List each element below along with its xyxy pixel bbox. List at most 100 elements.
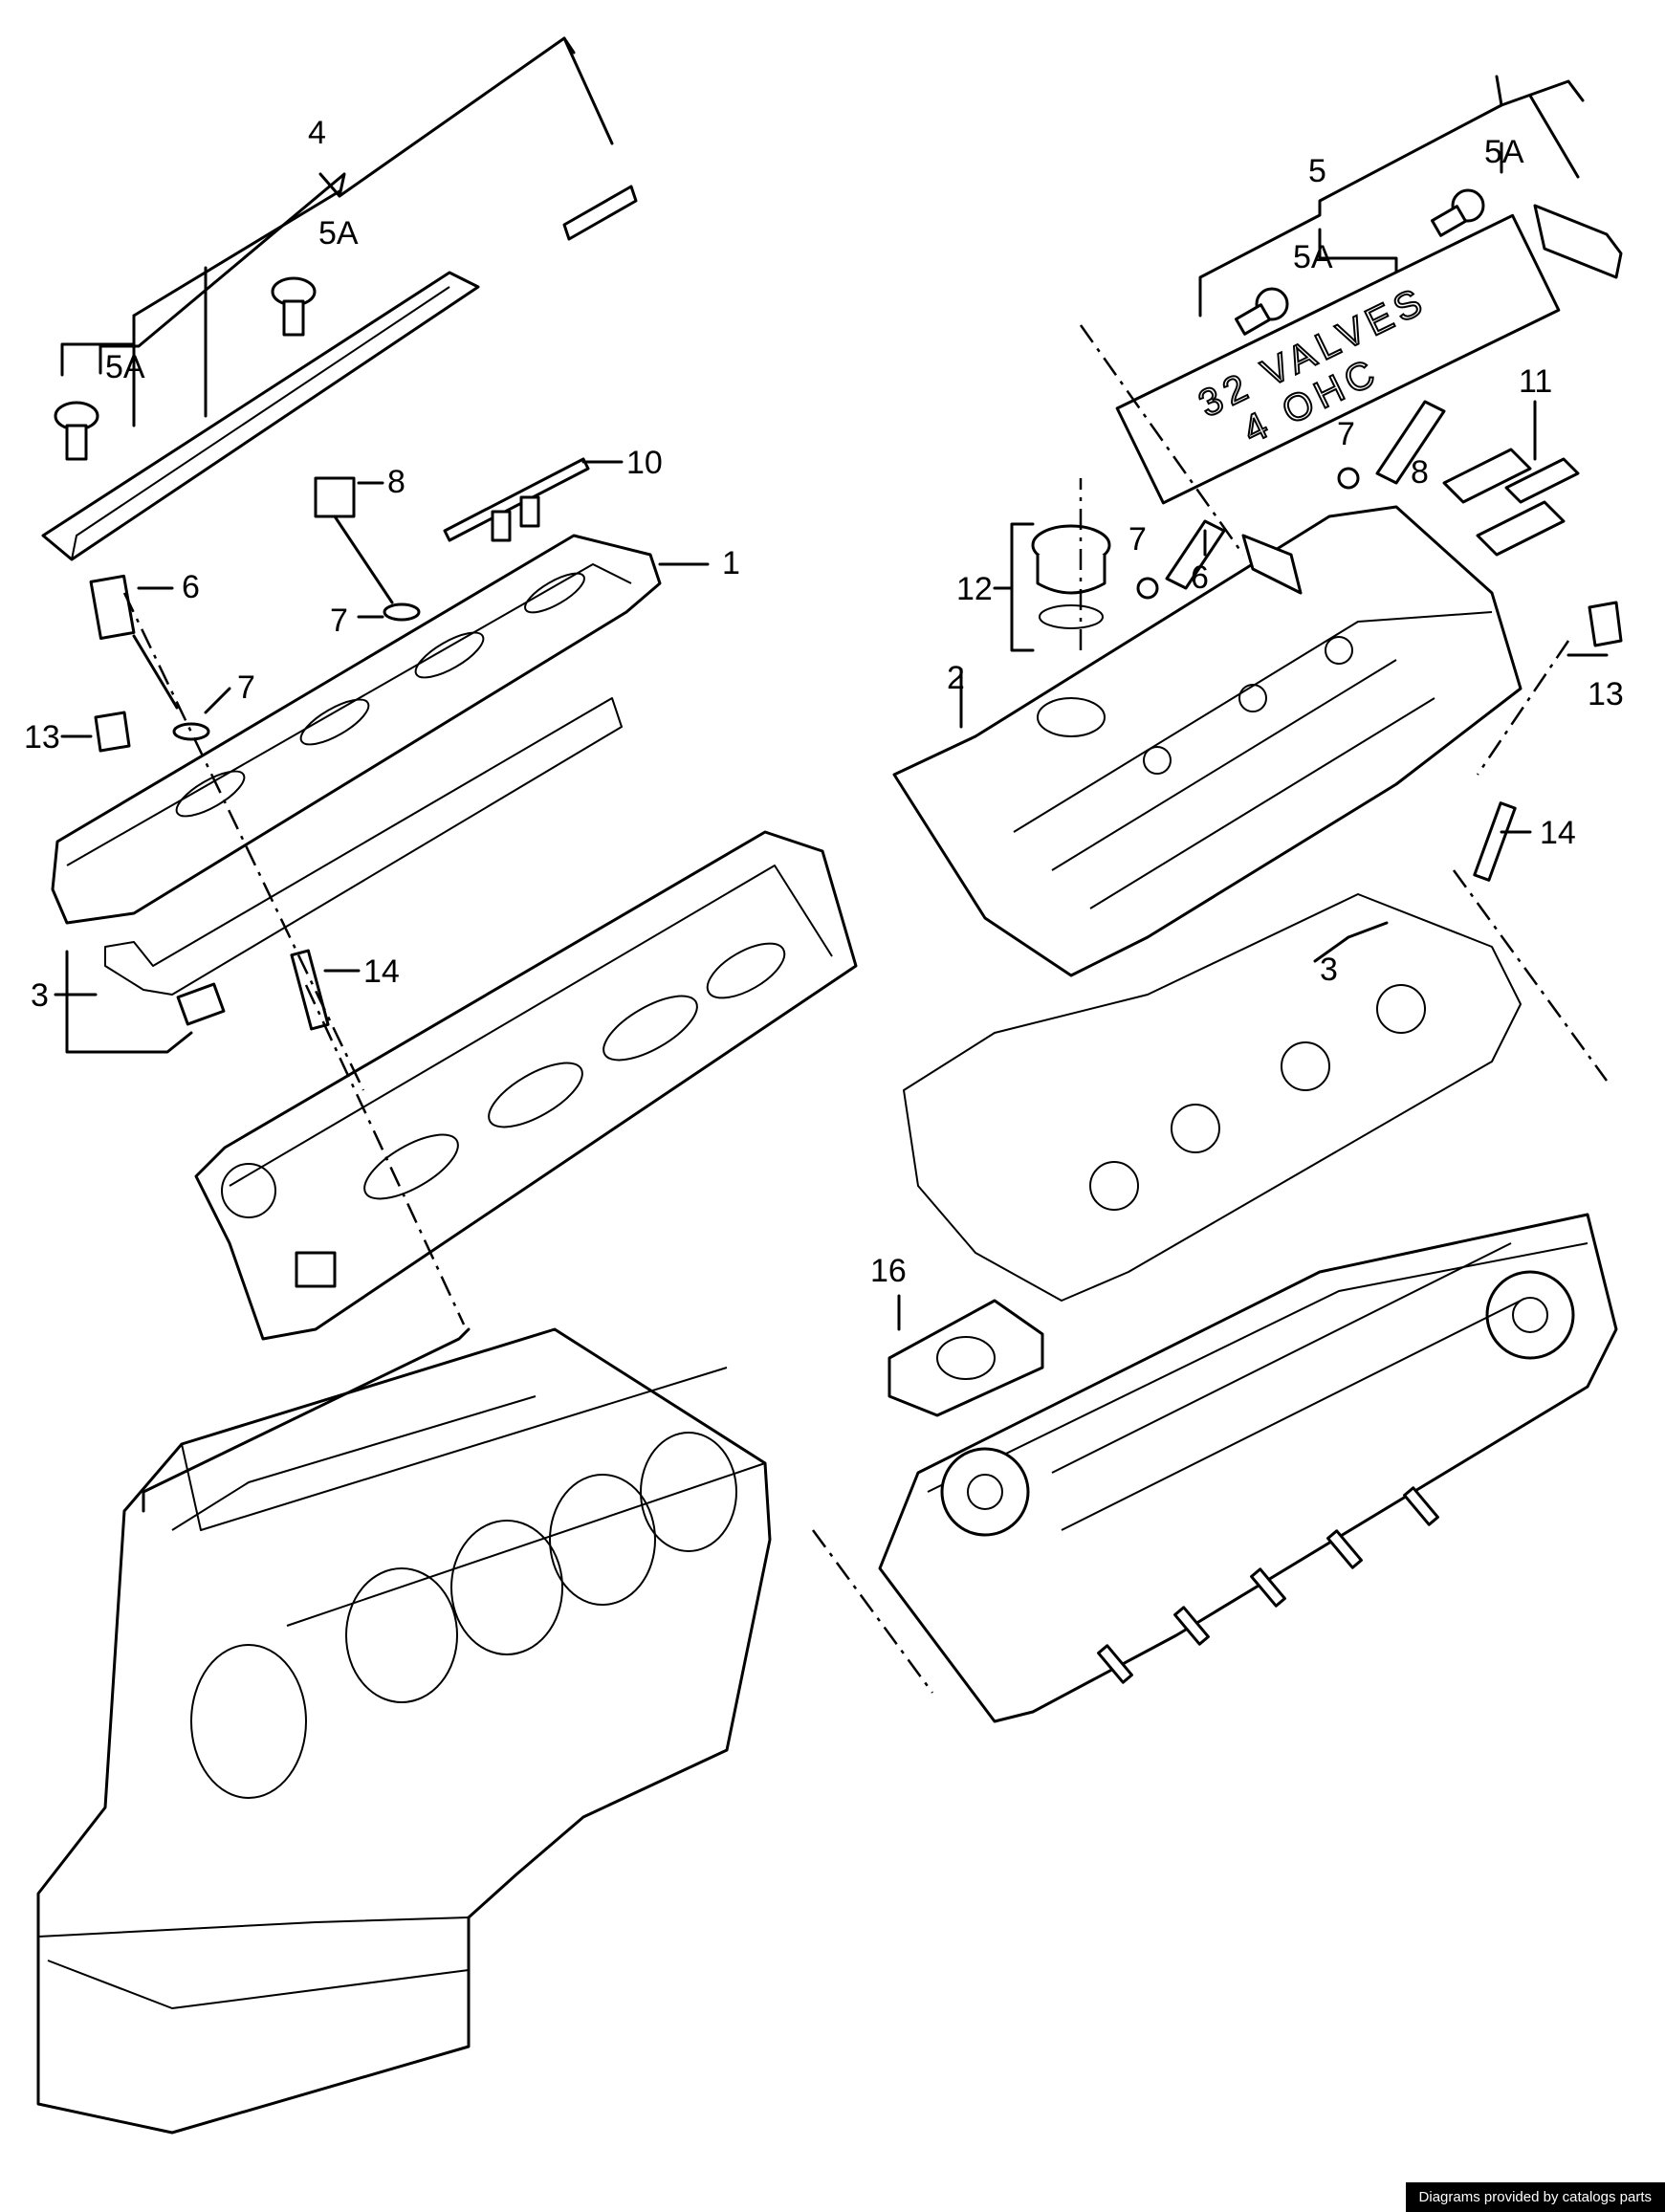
- callout-13: 13: [24, 719, 60, 756]
- oil-filler-neck: [1037, 697, 1106, 737]
- part-10-rail: [443, 457, 590, 542]
- callout-13: 13: [1588, 676, 1624, 712]
- callout-8: 8: [1411, 454, 1429, 491]
- callout-4: 4: [308, 115, 326, 151]
- cover-1-port: [299, 698, 370, 746]
- dash-line: [1452, 869, 1609, 1082]
- cover-1-port: [524, 572, 585, 614]
- left-head-body: [194, 830, 858, 1341]
- cylinder-bore: [549, 1474, 656, 1606]
- block-valley: [171, 1395, 537, 1531]
- dash-line: [1476, 640, 1570, 776]
- sleeve-6-shaft: [132, 634, 179, 710]
- bolt-5a-left-2: [271, 276, 317, 337]
- bracket-4: [99, 36, 576, 375]
- left-gasket: [104, 697, 623, 996]
- callout-labels: 4 5A 5A 8 10 1 6 7 7 13 3 14 5 5A 5A 11 …: [24, 115, 1624, 1289]
- block-outline: [36, 1327, 772, 2135]
- valve-cover-2-ridge: [1013, 611, 1493, 833]
- valve-cover-2-rib: [1089, 697, 1435, 909]
- washer-7-left: [383, 602, 421, 622]
- callout-5a: 5A: [1293, 239, 1333, 275]
- cylinder-bore: [450, 1520, 563, 1655]
- plug-hole: [1143, 746, 1172, 775]
- valve-cover-1-ridge: [66, 563, 632, 866]
- callout-3: 3: [1320, 952, 1338, 988]
- callout-12: 12: [956, 571, 993, 607]
- block-bracket: [142, 1327, 471, 1513]
- dash-line: [1079, 324, 1245, 556]
- left-cylinder-head: [194, 830, 858, 1341]
- callout-5a: 5A: [1484, 134, 1524, 170]
- callout-5a: 5A: [318, 215, 359, 252]
- left-head-boss: [295, 1251, 337, 1288]
- left-head-deck: [229, 865, 833, 1187]
- oil-filler-cap-12: [993, 522, 1111, 652]
- bracket-5: [1198, 79, 1585, 318]
- valve-cover-1-body: [51, 534, 662, 925]
- left-gasket-group: [54, 697, 623, 1054]
- bolt-5a-right-2: [1431, 188, 1485, 237]
- cylinder-bore: [640, 1432, 737, 1552]
- bracket-3-left: [65, 950, 193, 1054]
- part-10-stud: [519, 495, 540, 528]
- callout-6: 6: [1191, 559, 1209, 596]
- sleeve-6-left: [89, 574, 136, 640]
- dash-line: [122, 592, 365, 1091]
- credit-badge: Diagrams provided by catalogs parts: [1405, 2182, 1665, 2212]
- left-trim-strip: [562, 185, 638, 241]
- leader-3-right: [1313, 921, 1389, 963]
- camshaft-bearing-16: [887, 1294, 1044, 1417]
- stud-14-right: [1473, 801, 1517, 882]
- right-head-sprocket: [940, 1447, 1030, 1537]
- left-valve-cover-1: [51, 534, 710, 925]
- washer-7-right-upper: [1337, 467, 1360, 490]
- nut-13-right: [1588, 601, 1623, 647]
- stud-14-left: [290, 949, 330, 1031]
- callout-16: 16: [870, 1253, 907, 1289]
- sleeve-8-right: [1375, 400, 1446, 485]
- washer-7-right-mid: [1136, 577, 1159, 600]
- callout-6: 6: [182, 569, 200, 605]
- plug-hole: [1238, 684, 1267, 712]
- bracket-12: [1010, 522, 1035, 652]
- right-gasket-group: [903, 893, 1522, 1302]
- left-head-port: [488, 1062, 583, 1128]
- gasket-plug-seal: [1376, 984, 1426, 1034]
- bearing-cap: [887, 1299, 1044, 1417]
- dash-line: [811, 1529, 934, 1694]
- part-11-clips: [1442, 448, 1580, 557]
- left-seal: [176, 982, 226, 1026]
- callout-10: 10: [626, 445, 663, 481]
- left-head-port: [363, 1133, 459, 1200]
- bolt-5a-right-1: [1235, 287, 1289, 336]
- right-head-sprocket: [1485, 1270, 1575, 1360]
- left-small-parts: [60, 457, 624, 1031]
- bracket-5-right: [1528, 94, 1580, 179]
- cover-2-breather: [1241, 534, 1303, 595]
- sleeve-8-shaft: [333, 515, 394, 604]
- callout-7: 7: [237, 669, 255, 706]
- bracket-4-right: [562, 36, 614, 145]
- block-deck-line: [286, 1462, 766, 1627]
- right-head-cam: [1051, 1242, 1512, 1474]
- valve-cover-2-rib: [1051, 659, 1397, 871]
- callout-7: 7: [1128, 521, 1147, 558]
- callout-14: 14: [1540, 815, 1576, 851]
- right-valve-cover-2: [892, 505, 1523, 977]
- callout-2: 2: [947, 660, 965, 696]
- sleeve-8-left: [314, 476, 356, 518]
- cylinder-bore: [345, 1567, 458, 1703]
- right-head-cam: [1061, 1300, 1522, 1531]
- callout-7: 7: [330, 602, 348, 639]
- right-head-body: [878, 1213, 1618, 1723]
- callout-8: 8: [387, 464, 405, 500]
- callout-7: 7: [1337, 416, 1355, 452]
- callout-3: 3: [31, 977, 49, 1014]
- left-head-port: [706, 942, 786, 999]
- nut-13-left: [94, 711, 131, 753]
- cover-1-port: [414, 631, 485, 679]
- filler-cap-seal: [1039, 604, 1104, 629]
